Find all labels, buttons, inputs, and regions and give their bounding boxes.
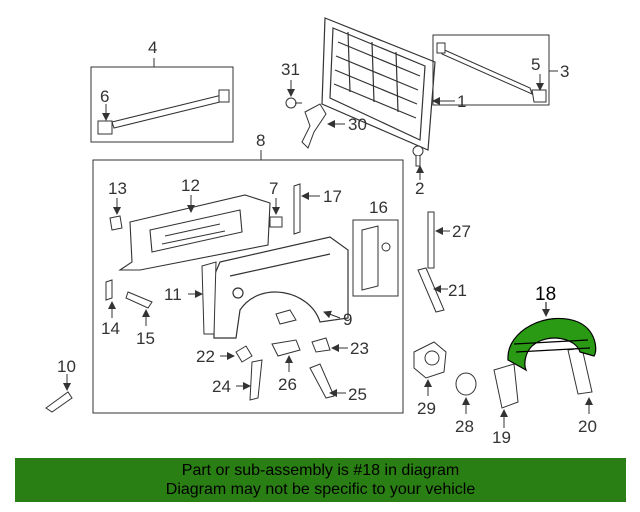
- leader-9: [323, 310, 341, 319]
- callout-8: 8: [256, 131, 265, 150]
- callout-7: 7: [269, 179, 278, 198]
- callout-23: 23: [350, 339, 369, 358]
- callout-3: 3: [560, 62, 569, 81]
- banner-line-2: Diagram may not be specific to your vehi…: [165, 481, 476, 498]
- callout-25: 25: [348, 385, 367, 404]
- bracket-part-10[interactable]: [45, 391, 73, 413]
- callout-10: 10: [57, 357, 76, 376]
- callout-14: 14: [101, 319, 120, 338]
- bolt-part-2[interactable]: [412, 145, 424, 167]
- group-box-4: [90, 58, 234, 143]
- callout-17: 17: [323, 187, 342, 206]
- callout-19: 19: [492, 428, 511, 447]
- callout-9: 9: [343, 310, 352, 329]
- callout-15: 15: [136, 329, 155, 348]
- pillar-part-11[interactable]: [201, 261, 217, 335]
- hinge-part-30[interactable]: [301, 103, 327, 149]
- wheel-liner-part-18[interactable]: [507, 317, 597, 372]
- group-box-16: [352, 219, 399, 297]
- group-box-3: [432, 34, 558, 106]
- rail-cap-part-5[interactable]: [531, 89, 547, 103]
- fuel-housing-part-29[interactable]: [413, 341, 447, 379]
- callout-12: 12: [181, 176, 200, 195]
- callout-18: 18: [535, 284, 556, 305]
- rod-part-27[interactable]: [427, 211, 435, 269]
- strip-part-21[interactable]: [417, 267, 445, 313]
- bolt-part-31[interactable]: [285, 97, 302, 109]
- bracket-part-26[interactable]: [271, 339, 301, 357]
- callout-21: 21: [448, 281, 467, 300]
- bracket-part-23[interactable]: [311, 337, 331, 353]
- callout-1: 1: [457, 92, 466, 111]
- callout-27: 27: [452, 222, 471, 241]
- callout-31: 31: [281, 60, 300, 79]
- banner-line-1: Part or sub-assembly is #18 in diagram: [181, 462, 460, 479]
- callout-24: 24: [212, 377, 231, 396]
- clip-part-7[interactable]: [269, 216, 283, 228]
- inner-panel-part-12[interactable]: [118, 194, 271, 271]
- callout-5: 5: [531, 55, 540, 74]
- brace-part-15[interactable]: [125, 291, 153, 309]
- post-part-17[interactable]: [293, 183, 301, 235]
- callout-2: 2: [415, 179, 424, 198]
- rail-cap-part-6[interactable]: [97, 120, 113, 135]
- strip-part-24[interactable]: [249, 359, 263, 401]
- group-box-8: [92, 150, 404, 414]
- bracket-small: [275, 309, 297, 325]
- outer-panel-part-9[interactable]: [213, 236, 349, 339]
- parts-diagram: 4 31 5 3 6 1 30 8 2 13 12 7 17 16 27 21 …: [45, 17, 597, 447]
- bracket-part-22[interactable]: [235, 345, 253, 363]
- callout-11: 11: [164, 285, 182, 304]
- callout-28: 28: [455, 417, 474, 436]
- bracket-part-14[interactable]: [105, 279, 113, 301]
- front-panel-part[interactable]: [321, 17, 436, 151]
- info-banner: Part or sub-assembly is #18 in diagram D…: [15, 458, 626, 502]
- callout-4: 4: [148, 38, 157, 57]
- callout-29: 29: [417, 399, 436, 418]
- callout-6: 6: [100, 87, 109, 106]
- callout-22: 22: [196, 347, 215, 366]
- bracket-part-13[interactable]: [109, 215, 123, 231]
- fuel-door-part-28[interactable]: [455, 372, 477, 396]
- callout-16: 16: [369, 198, 388, 217]
- callout-26: 26: [278, 375, 297, 394]
- callout-20: 20: [578, 417, 597, 436]
- callout-13: 13: [108, 179, 127, 198]
- callout-30: 30: [348, 115, 367, 134]
- bracket-part-19[interactable]: [493, 363, 519, 409]
